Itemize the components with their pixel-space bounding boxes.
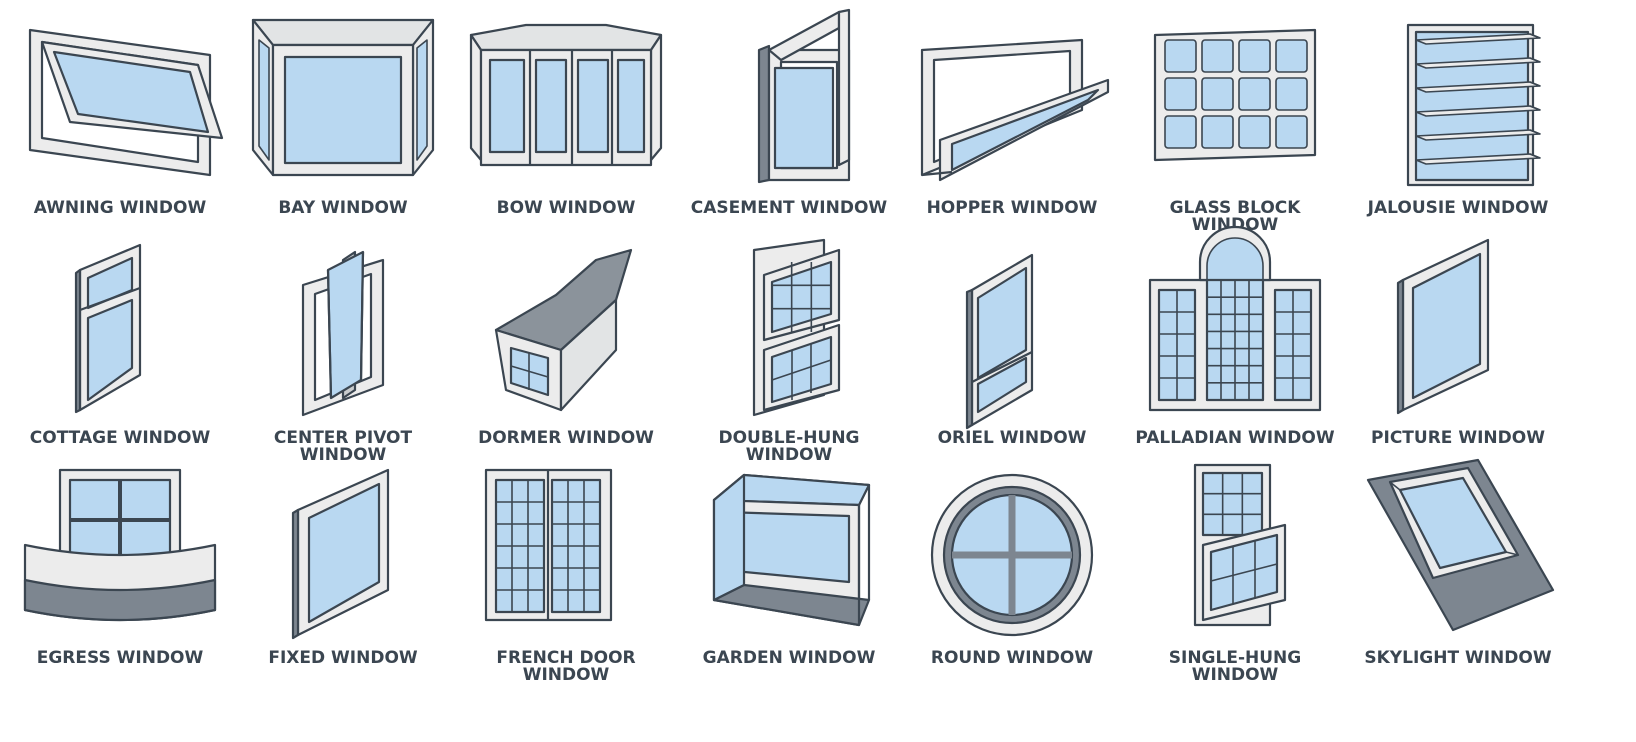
palladian-window-cell: PALLADIAN WINDOW [1135,225,1335,470]
window-label: DOUBLE-HUNG WINDOW [718,428,860,465]
glass-block-window-icon [1153,28,1317,162]
picture-window-cell: PICTURE WINDOW [1358,238,1558,470]
jalousie-window-icon [1406,23,1541,187]
casement-window-icon [757,8,851,184]
dormer-window-cell: DORMER WINDOW [466,240,666,470]
oriel-window-cell: ORIEL WINDOW [912,240,1112,470]
window-label: HOPPER WINDOW [926,198,1098,218]
oriel-window-icon [965,253,1034,430]
window-label: GLASS BLOCK WINDOW [1169,198,1301,235]
cottage-window-icon [74,243,142,414]
bow-window-cell: BOW WINDOW [466,10,666,240]
jalousie-window-cell: JALOUSIE WINDOW [1358,10,1558,240]
awning-window-icon [28,28,224,177]
hopper-window-icon [920,38,1110,182]
window-label: PALLADIAN WINDOW [1135,428,1335,448]
round-window-icon [930,473,1094,637]
window-label: DORMER WINDOW [478,428,654,448]
bay-window-icon [251,18,435,177]
window-label: EGRESS WINDOW [36,648,204,668]
egress-window-cell: EGRESS WINDOW [20,460,220,690]
window-label: ORIEL WINDOW [937,428,1087,448]
window-label: CENTER PIVOT WINDOW [273,428,413,465]
single-hung-window-icon [1193,463,1287,627]
window-label: SINGLE-HUNG WINDOW [1168,648,1302,685]
garden-window-cell: GARDEN WINDOW [689,460,889,690]
picture-window-icon [1396,238,1490,415]
french-door-window-icon [484,468,613,622]
cottage-window-cell: COTTAGE WINDOW [20,240,220,470]
window-label: FRENCH DOOR WINDOW [496,648,636,685]
bay-window-cell: BAY WINDOW [243,10,443,240]
double-hung-window-icon [752,238,841,417]
window-label: BOW WINDOW [496,198,636,218]
window-label: AWNING WINDOW [33,198,207,218]
garden-window-icon [712,473,871,627]
fixed-window-cell: FIXED WINDOW [243,460,443,690]
skylight-window-icon [1366,458,1555,632]
bow-window-icon [469,23,663,167]
window-label: FIXED WINDOW [268,648,418,668]
hopper-window-cell: HOPPER WINDOW [912,10,1112,240]
window-label: PICTURE WINDOW [1371,428,1545,448]
window-label: CASEMENT WINDOW [690,198,888,218]
double-hung-window-cell: DOUBLE-HUNG WINDOW [689,238,889,470]
window-label: JALOUSIE WINDOW [1367,198,1549,218]
window-label: COTTAGE WINDOW [29,428,211,448]
dormer-window-icon [494,248,633,412]
window-label: ROUND WINDOW [930,648,1094,668]
awning-window-cell: AWNING WINDOW [20,10,224,240]
egress-window-icon [23,468,217,622]
window-label: BAY WINDOW [278,198,408,218]
glass-block-window-cell: GLASS BLOCK WINDOW [1135,10,1335,240]
casement-window-cell: CASEMENT WINDOW [689,8,889,240]
skylight-window-cell: SKYLIGHT WINDOW [1358,458,1558,690]
round-window-cell: ROUND WINDOW [912,460,1112,690]
window-label: GARDEN WINDOW [702,648,876,668]
palladian-window-icon [1148,225,1322,412]
center-pivot-window-icon [301,250,385,417]
window-label: SKYLIGHT WINDOW [1364,648,1552,668]
fixed-window-icon [291,468,390,640]
single-hung-window-cell: SINGLE-HUNG WINDOW [1135,460,1335,690]
french-door-window-cell: FRENCH DOOR WINDOW [466,460,666,690]
center-pivot-window-cell: CENTER PIVOT WINDOW [243,240,443,470]
